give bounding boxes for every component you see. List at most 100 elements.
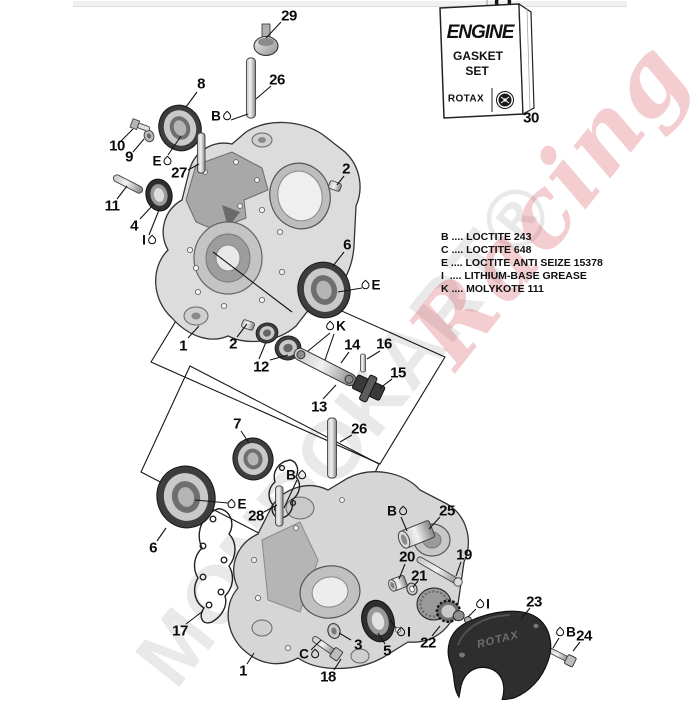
- part-1-crankcase-upper: [155, 121, 361, 343]
- part-27-stud: [197, 132, 206, 174]
- grease-drop-icon: [221, 110, 233, 123]
- part-label-26-lower: 26: [351, 420, 367, 438]
- part-6-bearing-upper: [297, 261, 351, 319]
- grease-drop-icon: [296, 469, 308, 482]
- grease-drop-icon: [324, 320, 336, 333]
- part-label-30: 30: [523, 109, 539, 127]
- part-label-24: 24: [576, 627, 592, 645]
- chem-letter: E: [237, 496, 247, 512]
- page-top-strip: [73, 1, 627, 7]
- part-label-9: 9: [125, 148, 133, 166]
- chem-mark-i-gear22: I: [474, 596, 490, 612]
- chem-mark-b-stud26: B: [211, 108, 233, 124]
- part-label-10: 10: [109, 137, 125, 155]
- part-21-washer: [406, 582, 418, 596]
- grease-drop-icon: [397, 505, 409, 518]
- part-label-18: 18: [320, 668, 336, 686]
- part-label-13: 13: [311, 398, 327, 416]
- part-label-2-upper: 2: [342, 160, 350, 178]
- grease-drop-icon: [225, 498, 238, 511]
- part-19-pin: [416, 556, 463, 587]
- legend-line-i: I .... LITHIUM-BASE GREASE: [441, 270, 587, 282]
- chem-mark-e-bearing6-upper: E: [359, 277, 381, 293]
- part-label-3: 3: [354, 636, 362, 654]
- chem-letter: I: [486, 596, 490, 612]
- part-label-20: 20: [399, 548, 415, 566]
- part-18-bolt: [311, 636, 343, 662]
- chem-mark-i-seal5: I: [395, 624, 411, 640]
- part-label-1-lower: 1: [239, 662, 247, 680]
- grease-drop-icon: [359, 279, 372, 292]
- chem-letter: E: [371, 277, 381, 293]
- leader-lines: [116, 21, 581, 671]
- legend-line-b: B .... LOCTITE 243: [441, 231, 532, 243]
- chem-letter: K: [336, 318, 346, 334]
- part-22-starter-gear: [416, 587, 475, 624]
- part-26-stud-lower: [327, 417, 337, 479]
- part-30-gasket-bag: [439, 0, 535, 119]
- chem-mark-c-plug3: C: [299, 647, 321, 661]
- grease-drop-icon: [161, 155, 174, 168]
- chem-mark-e-bearing6-lower: E: [225, 496, 247, 512]
- part-8-bearing: [158, 104, 202, 152]
- part-label-29: 29: [281, 7, 297, 25]
- part-label-19: 19: [456, 546, 472, 564]
- part-15-bracket: [352, 374, 386, 403]
- part-label-6-upper: 6: [343, 236, 351, 254]
- part-25-bushing: [397, 520, 436, 549]
- part-3-washer: [327, 623, 341, 639]
- part-9-washer: [143, 129, 155, 143]
- part-label-8: 8: [197, 75, 205, 93]
- chem-letter: I: [142, 232, 146, 248]
- chem-mark-e-bearing8: E: [152, 153, 174, 169]
- legend-line-k: K .... MOLYKOTE 111: [441, 283, 544, 295]
- part-label-5: 5: [383, 642, 391, 660]
- chem-letter: I: [407, 624, 411, 640]
- chem-mark-k-lever: K: [324, 318, 346, 334]
- bag-title: ENGINE: [446, 22, 515, 43]
- part-label-4: 4: [130, 217, 138, 235]
- part-label-16: 16: [376, 335, 392, 353]
- part-6-bearing-lower: [156, 465, 216, 529]
- part-13-lever: [293, 347, 357, 387]
- part-17-gasket: [193, 508, 236, 624]
- part-label-15: 15: [390, 364, 406, 382]
- part-12-bearing-a: [255, 322, 279, 344]
- part-label-1-upper: 1: [179, 337, 187, 355]
- part-label-12: 12: [253, 358, 269, 376]
- part-label-7: 7: [233, 415, 241, 433]
- part-label-27: 27: [171, 164, 187, 182]
- legend-line-e: E .... LOCTITE ANTI SEIZE 15378: [441, 257, 603, 269]
- part-label-26-upper: 26: [269, 71, 285, 89]
- chemicals-legend: B .... LOCTITE 243 C .... LOCTITE 648 E …: [441, 231, 603, 296]
- part-label-22: 22: [420, 634, 436, 652]
- part-26-stud-upper: [246, 57, 256, 119]
- part-label-25: 25: [439, 502, 455, 520]
- part-10-bolt: [129, 118, 151, 132]
- part-7-bearing: [232, 437, 274, 481]
- chem-mark-b-bushing25: B: [387, 504, 409, 518]
- chem-mark-b-stud28: B: [286, 467, 308, 483]
- chem-mark-b-bolt24: B: [554, 625, 576, 639]
- detail-box-upper: [150, 254, 446, 465]
- part-label-6-lower: 6: [149, 539, 157, 557]
- part-label-21: 21: [411, 567, 427, 585]
- chem-letter: B: [286, 467, 296, 483]
- part-label-23: 23: [526, 593, 542, 611]
- grease-drop-icon: [474, 598, 486, 611]
- bag-subtitle-1: GASKET: [452, 49, 504, 63]
- grease-drop-icon: [146, 234, 158, 247]
- bag-brand-logo: ROTAX: [447, 93, 485, 105]
- grease-drop-icon: [395, 626, 407, 639]
- part-label-28: 28: [248, 507, 264, 525]
- part-label-14: 14: [344, 336, 360, 354]
- chem-letter: B: [211, 108, 221, 124]
- part-label-17: 17: [172, 622, 188, 640]
- part-4-oil-seal: [145, 178, 173, 212]
- chem-letter: E: [152, 153, 162, 169]
- part-29-plug: [253, 23, 279, 57]
- part-23-cover: ROTAX: [447, 610, 552, 700]
